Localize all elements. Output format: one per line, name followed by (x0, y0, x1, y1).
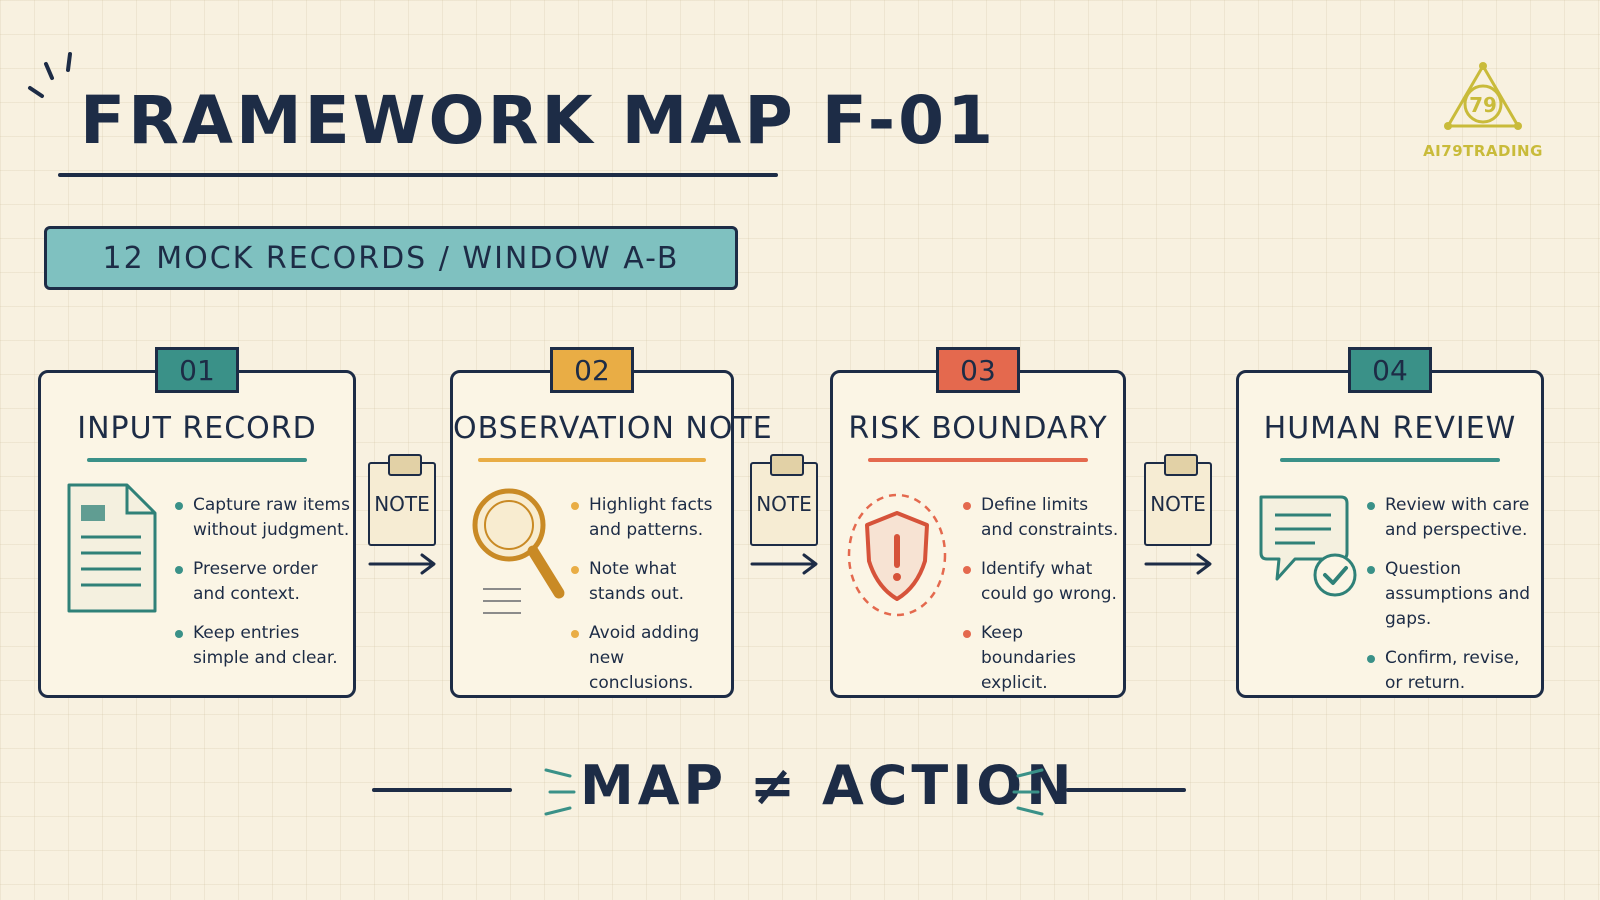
bullet-item: Keep boundaries explicit. (963, 621, 1123, 696)
logo-emblem-icon: 79 (1444, 62, 1522, 130)
svg-text:79: 79 (1469, 93, 1497, 117)
arrow-right-icon (368, 553, 436, 575)
bullet-item: Highlight facts and patterns. (571, 493, 731, 543)
bullet-item: Identify what could go wrong. (963, 557, 1123, 607)
bullet-list: Capture raw items without judgment. Pres… (175, 493, 353, 685)
banner-text: 12 MOCK RECORDS / WINDOW A-B (102, 240, 680, 276)
card-title-rule (868, 458, 1088, 462)
bullet-list: Review with care and perspective. Questi… (1367, 493, 1541, 710)
bullet-item: Avoid adding new conclusions. (571, 621, 731, 696)
spark-icon (28, 52, 72, 98)
note-card: NOTE (368, 454, 436, 546)
bullet-item: Capture raw items without judgment. (175, 493, 353, 543)
page-title: FRAMEWORK MAP F-01 (80, 82, 996, 159)
card-title-rule (1280, 458, 1500, 462)
step-card-human-review: 04 HUMAN REVIEW Review with care and per… (1236, 347, 1544, 698)
step-number-tag: 02 (550, 347, 634, 393)
records-banner: 12 MOCK RECORDS / WINDOW A-B (44, 226, 738, 290)
chat-check-icon (1259, 495, 1357, 597)
step-card-observation-note: 02 OBSERVATION NOTE Highlight facts and … (450, 347, 773, 698)
card-title-rule (478, 458, 706, 462)
card-title: RISK BOUNDARY (848, 411, 1108, 446)
arrow-right-icon (750, 553, 818, 575)
logo-text: AI79TRADING (1423, 142, 1543, 160)
bullet-item: Question assumptions and gaps. (1367, 557, 1541, 632)
card-title: HUMAN REVIEW (1263, 411, 1517, 446)
card-title: OBSERVATION NOTE (453, 411, 773, 446)
burst-left-icon (544, 768, 576, 816)
title-underline (58, 173, 778, 177)
bullet-item: Define limits and constraints. (963, 493, 1123, 543)
burst-right-icon (1012, 768, 1044, 816)
bullet-list: Define limits and constraints. Identify … (963, 493, 1123, 710)
bullet-item: Review with care and perspective. (1367, 493, 1541, 543)
bullet-item: Preserve order and context. (175, 557, 353, 607)
bullet-item: Keep entries simple and clear. (175, 621, 353, 671)
footer-line-right (1066, 788, 1186, 792)
step-number-tag: 01 (155, 347, 239, 393)
footer-line-left (372, 788, 512, 792)
bullet-list: Highlight facts and patterns. Note what … (571, 493, 731, 710)
footer-motto: MAP ≠ ACTION (580, 754, 1076, 817)
card-title: INPUT RECORD (77, 411, 317, 446)
step-card-input-record: 01 INPUT RECORD Capture raw items withou… (38, 347, 356, 698)
arrow-right-icon (1144, 553, 1212, 575)
step-number-tag: 03 (936, 347, 1020, 393)
brand-logo: 79 AI79TRADING (1418, 60, 1548, 160)
shield-warning-icon (847, 493, 947, 617)
step-number-tag: 04 (1348, 347, 1432, 393)
bullet-item: Note what stands out. (571, 557, 731, 607)
magnifier-icon (472, 488, 565, 614)
card-title-rule (87, 458, 307, 462)
document-icon (67, 483, 157, 613)
note-card: NOTE (1144, 454, 1212, 546)
note-label: NOTE (1150, 492, 1206, 516)
note-label: NOTE (374, 492, 430, 516)
note-card: NOTE (750, 454, 818, 546)
note-label: NOTE (756, 492, 812, 516)
step-card-risk-boundary: 03 RISK BOUNDARY Define limits and const… (830, 347, 1126, 698)
bullet-item: Confirm, revise, or return. (1367, 646, 1541, 696)
